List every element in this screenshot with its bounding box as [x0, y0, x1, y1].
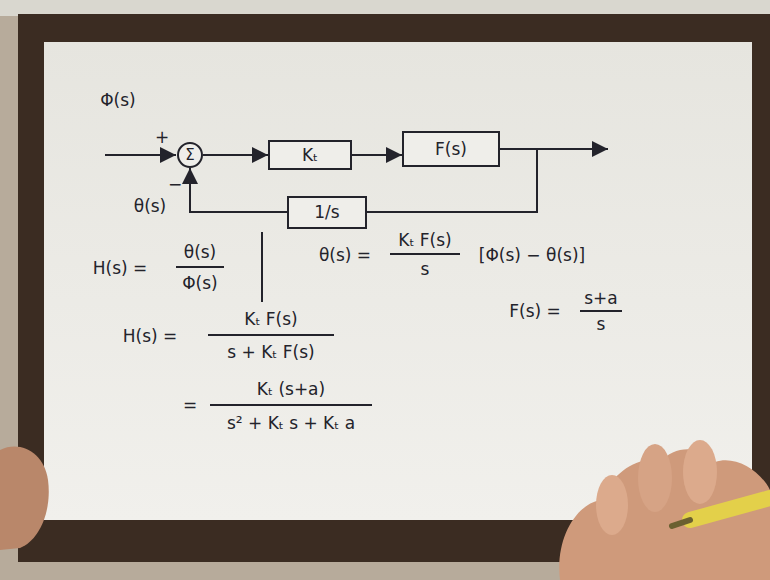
label-text: F(s) =: [509, 301, 561, 321]
equation-term: H(s) =: [93, 259, 148, 278]
fraction-numerator: Kₜ F(s): [398, 231, 451, 250]
node-text: 1/s: [314, 203, 339, 222]
wall: [0, 0, 770, 16]
fraction-numerator: Kₜ F(s): [244, 310, 297, 329]
sign-mark: +: [155, 128, 169, 147]
signal-connector: [203, 154, 268, 156]
fraction-bar: [176, 266, 224, 268]
equation-term: H(s) =: [123, 327, 178, 346]
label-text: θ(s): [184, 242, 217, 262]
gain-box: Kₜ: [268, 140, 352, 170]
label-text: +: [155, 127, 169, 147]
label-text: Φ(s): [100, 90, 136, 110]
finger: [596, 475, 628, 535]
board-surface: [44, 42, 752, 520]
sign-mark: −: [168, 175, 182, 194]
label-text: Kₜ F(s): [398, 230, 451, 250]
equation-term: [Φ(s) − θ(s)]: [479, 246, 585, 265]
board-frame: [18, 14, 770, 562]
label-text: H(s) =: [93, 258, 148, 278]
label-text: H(s) =: [123, 326, 178, 346]
label-text: s: [421, 259, 430, 279]
fraction-bar: [580, 310, 622, 312]
fraction-numerator: θ(s): [184, 243, 217, 262]
label-text: s² + Kₜ s + Kₜ a: [227, 413, 355, 433]
label-text: [Φ(s) − θ(s)]: [479, 245, 585, 265]
label-text: s+a: [584, 288, 618, 308]
signal-connector: [190, 168, 287, 212]
summing-junction: Σ: [177, 142, 203, 168]
fraction-bar: [210, 404, 372, 406]
fraction-numerator: Kₜ (s+a): [257, 380, 325, 399]
fraction-denominator: s: [421, 260, 430, 279]
input-arrow: [105, 154, 176, 156]
label-text: θ(s): [134, 196, 167, 216]
fraction-denominator: s + Kₜ F(s): [227, 343, 314, 362]
label-text: Kₜ F(s): [244, 309, 297, 329]
diagram-wires: [105, 149, 622, 405]
node-text: Kₜ: [302, 146, 318, 165]
finger: [638, 444, 672, 512]
signal-connector: [352, 154, 402, 156]
fraction-denominator: Φ(s): [182, 274, 218, 293]
junction-circle: [178, 143, 202, 167]
fraction-numerator: s+a: [584, 289, 618, 308]
label-text: s: [597, 314, 606, 334]
node-text: F(s): [435, 140, 467, 159]
hand: [0, 447, 49, 550]
finger: [683, 440, 717, 504]
divider-line: [261, 232, 263, 302]
equation-term: F(s) =: [509, 302, 561, 321]
marker-pen: [690, 498, 770, 520]
label-text: s + Kₜ F(s): [227, 342, 314, 362]
label-text: θ(s) =: [319, 245, 371, 265]
fraction-denominator: s² + Kₜ s + Kₜ a: [227, 414, 355, 433]
node-text: Σ: [185, 147, 194, 164]
label-text: Φ(s): [182, 273, 218, 293]
label-text: Kₜ (s+a): [257, 379, 325, 399]
label-text: =: [183, 395, 197, 415]
output-arrow: [537, 148, 608, 150]
integrator-box: 1/s: [287, 196, 367, 229]
equation-term: θ(s) =: [319, 246, 371, 265]
label-text: −: [168, 174, 182, 194]
input-signal: Φ(s): [100, 91, 136, 110]
fraction-denominator: s: [597, 315, 606, 334]
fraction-bar: [390, 253, 460, 255]
fraction-bar: [208, 334, 334, 336]
equation-term: =: [183, 396, 197, 415]
pen-tip: [672, 520, 690, 526]
filter-box: F(s): [402, 131, 500, 167]
feedback-signal: θ(s): [134, 197, 167, 216]
